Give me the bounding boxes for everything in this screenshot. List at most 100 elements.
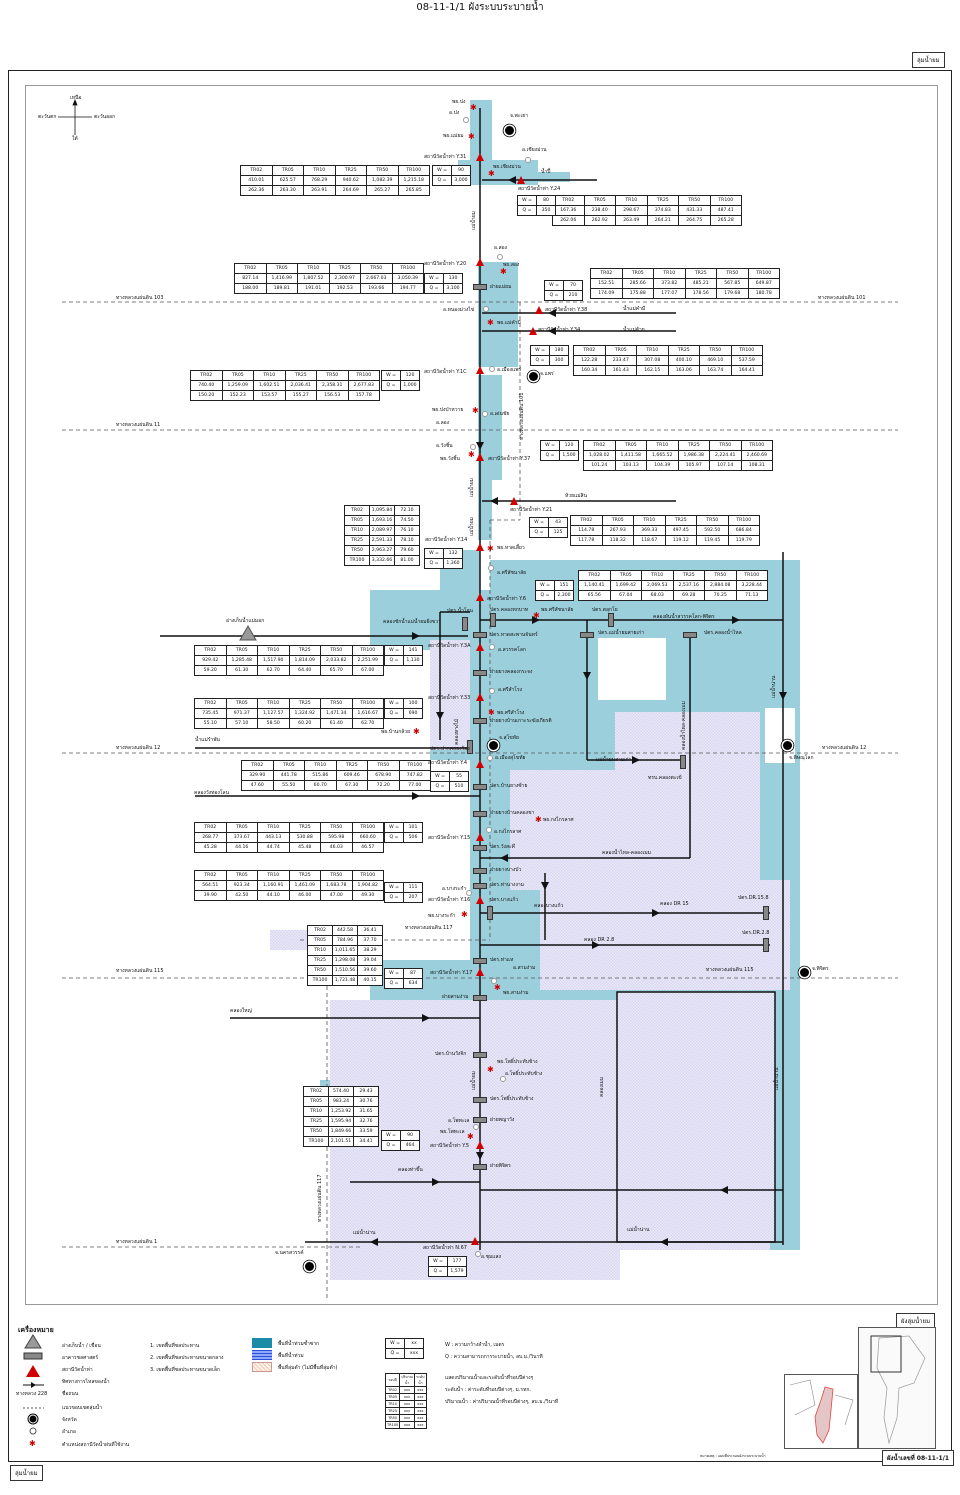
map-label: สถานีวัดน้ำท่า N.67 bbox=[423, 1245, 467, 1251]
header-cell: TR25 bbox=[284, 370, 317, 381]
map-label: ปตร.วังสะคึ bbox=[490, 844, 516, 850]
basin-tag-bottom: ลุ่มน้ำยม bbox=[10, 1465, 43, 1481]
level-cell: 262.06 bbox=[552, 215, 585, 226]
flow-cell: 374.83 bbox=[646, 205, 679, 216]
map-label: คลองวังทองโลน bbox=[194, 790, 230, 796]
flow-cell: 2,963.27 bbox=[369, 545, 395, 556]
header-cell: TR25 bbox=[667, 345, 700, 356]
header-cell: TR02 bbox=[578, 570, 611, 581]
legend-swatch-lowland bbox=[252, 1362, 272, 1372]
map-label: แม่น้ำยม bbox=[471, 1071, 477, 1090]
level-cell: 160.34 bbox=[573, 365, 606, 376]
w-value: 180 bbox=[549, 345, 569, 356]
header-cell: TR05 bbox=[221, 370, 254, 381]
flow-cell: 1,127.57 bbox=[257, 708, 290, 719]
flow-cell: 678.90 bbox=[367, 770, 400, 781]
map-label: พย.โพธิ์ประทับช้าง bbox=[497, 1059, 538, 1065]
map-label: แม่น้ำน่าน bbox=[774, 1067, 780, 1090]
level-cell: 161.43 bbox=[604, 365, 637, 376]
rain-station-icon: ✱ bbox=[535, 815, 542, 824]
map-label: คลองหางไม้ bbox=[454, 718, 460, 745]
map-label: พย.ศรีสำโรง bbox=[497, 710, 525, 716]
flow-cell: 3,332.66 bbox=[369, 555, 395, 566]
flow-cell: 400.10 bbox=[667, 355, 700, 366]
w-value: 87 bbox=[403, 968, 423, 979]
q-label: Q = bbox=[384, 978, 404, 989]
header-cell: TR25 bbox=[684, 268, 717, 279]
level-cell: 74.50 bbox=[394, 515, 420, 526]
map-label: พย.ปง bbox=[452, 99, 466, 105]
level-cell: 152.23 bbox=[221, 390, 254, 401]
district-icon bbox=[488, 565, 494, 571]
wq-row: Q =1,579 bbox=[428, 1266, 467, 1277]
w-value: 100 bbox=[403, 698, 423, 709]
flow-cell: 574.40 bbox=[328, 1086, 354, 1097]
district-icon bbox=[491, 978, 497, 984]
level-cell: 153.57 bbox=[253, 390, 286, 401]
flow-cell: 530.88 bbox=[288, 832, 321, 843]
province-icon bbox=[505, 126, 514, 135]
gate-icon bbox=[473, 845, 487, 851]
level-cell: 81.00 bbox=[394, 555, 420, 566]
header-cell: TR100 bbox=[347, 370, 380, 381]
level-cell: 101.24 bbox=[583, 460, 616, 471]
legend-item: อ่างเก็บน้ำ / เขื่อน bbox=[62, 1343, 101, 1349]
flow-cell: 827.14 bbox=[234, 273, 267, 284]
station-icon bbox=[476, 643, 484, 651]
map-label: ฝายยางคลองกระจง bbox=[490, 669, 533, 675]
inset-thailand-map bbox=[858, 1327, 936, 1449]
level-cell: 60.20 bbox=[288, 718, 321, 729]
header-cell: TR10 bbox=[303, 1106, 329, 1117]
map-label: ปตร.ตลุกโย bbox=[592, 607, 618, 613]
q-value: 125 bbox=[548, 527, 568, 538]
flow-cell: 1,849.66 bbox=[328, 1126, 354, 1137]
map-label: อ.สามง่าม bbox=[513, 965, 536, 971]
wq-row: Q =506 bbox=[384, 832, 423, 843]
flow-cell: 1,324.92 bbox=[288, 708, 321, 719]
map-label: อ.ลอง bbox=[436, 420, 450, 426]
station-icon bbox=[476, 366, 484, 374]
map-label: สถานีวัดน้ำท่า Y.31 bbox=[424, 154, 467, 160]
flow-cell: 307.08 bbox=[636, 355, 669, 366]
header-cell: TR05 bbox=[225, 870, 258, 881]
map-label: ฝายยางบางบัว bbox=[490, 867, 522, 873]
flow-cell: 1,665.52 bbox=[646, 450, 679, 461]
map-label: ฝายสามง่าม bbox=[442, 994, 469, 1000]
q-label: Q = bbox=[535, 590, 555, 601]
w-value: 90 bbox=[400, 1130, 420, 1141]
header-cell: TR100 bbox=[391, 263, 424, 274]
station-icon bbox=[476, 258, 484, 266]
mini-value: xxx bbox=[399, 1393, 415, 1401]
header-cell: TR100 bbox=[735, 570, 768, 581]
header-cell: TR05 bbox=[583, 195, 616, 206]
level-cell: 103.13 bbox=[614, 460, 647, 471]
w-label: W = bbox=[384, 698, 404, 709]
map-label: อ.สอง bbox=[494, 245, 508, 251]
map-label: พย.บ้านกล้วย bbox=[381, 729, 411, 735]
flow-cell: 1,721.48 bbox=[332, 975, 358, 986]
flow-cell: 431.33 bbox=[678, 205, 711, 216]
map-frame bbox=[8, 70, 952, 1462]
map-label: ปตร.น้ำโจน bbox=[447, 608, 473, 614]
header-cell: TR25 bbox=[328, 263, 361, 274]
wq-w-value: xx bbox=[404, 1338, 424, 1349]
map-label: ปตร.ท่านางงาม bbox=[490, 882, 525, 888]
map-label: ปตร.คลองหกบาท bbox=[490, 607, 529, 613]
map-label: ทางหลวงแผ่นดิน 117 bbox=[405, 925, 453, 931]
